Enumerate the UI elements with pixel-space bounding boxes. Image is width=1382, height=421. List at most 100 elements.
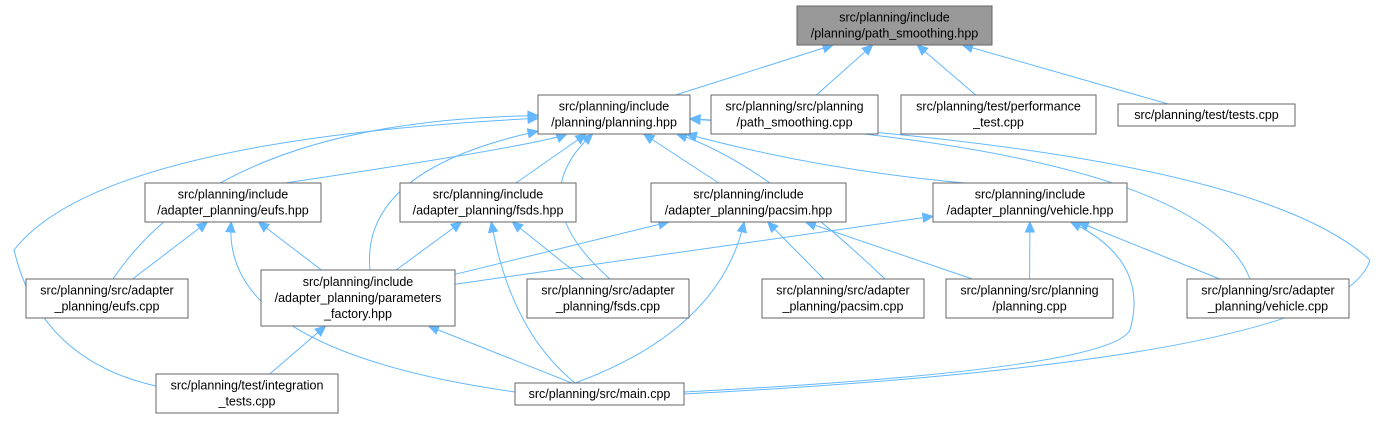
node-label-line: /adapter_planning/pacsim.hpp	[665, 204, 833, 218]
edge-line	[574, 221, 745, 384]
node-label-line: src/planning/src/planning	[960, 284, 1098, 298]
node-fsds-hpp[interactable]: src/planning/include/adapter_planning/fs…	[399, 182, 577, 223]
edge-main_cpp-to-fsds_hpp	[487, 220, 576, 384]
arrowhead	[1069, 221, 1083, 232]
node-box	[945, 278, 1114, 319]
node-planning-hpp[interactable]: src/planning/include/planning/planning.h…	[537, 94, 691, 135]
node-box	[25, 278, 189, 319]
node-path-smoothing-cpp[interactable]: src/planning/src/planning/path_smoothing…	[710, 94, 879, 135]
edge-line	[490, 221, 576, 384]
edge-vehicle_hpp-to-planning_hpp	[685, 131, 966, 184]
arrowhead	[225, 220, 236, 233]
edge-line	[962, 44, 1169, 105]
node-label-line: src/planning/test/performance	[916, 100, 1081, 114]
node-box	[1186, 278, 1350, 319]
edge-main_cpp-to-parameters_factory_hpp	[427, 324, 572, 384]
node-fsds-cpp[interactable]: src/planning/src/adapter _planning/fsds.c…	[526, 278, 690, 319]
node-performance-test-cpp[interactable]: src/planning/test/performance_test.cpp	[900, 94, 1097, 135]
node-tests-cpp[interactable]: src/planning/test/tests.cpp	[1117, 103, 1296, 127]
node-label-line: src/planning/include	[975, 188, 1086, 202]
node-integration-tests-cpp[interactable]: src/planning/test/integration_tests.cpp	[155, 373, 339, 414]
arrowhead	[487, 220, 499, 234]
node-main-cpp[interactable]: src/planning/src/main.cpp	[514, 382, 685, 406]
edge-main_cpp-to-pacsim_hpp	[574, 220, 747, 384]
arrowhead	[916, 44, 929, 56]
edge-line	[258, 221, 322, 271]
edge-line	[454, 221, 669, 275]
node-vehicle-cpp[interactable]: src/planning/src/adapter_planning/vehicl…	[1186, 278, 1350, 319]
node-label-line: src/planning/src/adapter	[776, 284, 909, 298]
node-path-smoothing-hpp[interactable]: src/planning/include/planning/path_smoot…	[796, 5, 993, 46]
node-label-line: src/planning/include	[178, 188, 289, 202]
node-label-line: _factory.hpp	[323, 307, 392, 321]
edge-integration_tests_cpp-to-planning_hpp	[13, 113, 540, 387]
node-box	[900, 94, 1097, 135]
nodes-layer: src/planning/include/planning/path_smoot…	[25, 5, 1350, 414]
node-pacsim-cpp[interactable]: src/planning/src/adapter _planning/pacsim…	[761, 278, 925, 319]
edge-line	[683, 118, 1371, 395]
node-eufs-hpp[interactable]: src/planning/include/adapter_planning/eu…	[144, 182, 322, 223]
edge-line	[683, 221, 1135, 393]
edge-line	[132, 221, 208, 280]
node-label-line: src/planning/src/main.cpp	[529, 387, 671, 401]
edge-line	[767, 221, 825, 280]
edge-planning_cpp-to-vehicle_hpp	[1024, 220, 1036, 280]
node-box	[710, 94, 879, 135]
edge-path_smoothing_cpp-to-path_smoothing_hpp	[816, 44, 874, 96]
node-label-line: /adapter_planning/parameters	[275, 291, 442, 305]
node-label-line: /adapter_planning/eufs.hpp	[157, 204, 309, 218]
node-label-line: /planning.cpp	[992, 300, 1066, 314]
arrowhead	[581, 133, 594, 145]
node-planning-cpp[interactable]: src/planning/src/planning/planning.cpp	[945, 278, 1114, 319]
edge-line	[13, 117, 539, 387]
node-box	[796, 5, 993, 46]
arrowhead	[766, 221, 779, 234]
arrowhead	[736, 220, 747, 234]
edge-line	[515, 133, 587, 184]
node-label-line: src/planning/include	[839, 11, 950, 25]
arrowhead	[1024, 220, 1036, 233]
node-vehicle-hpp[interactable]: src/planning/include/adapter_planning/ve…	[932, 182, 1128, 223]
edge-parameters_factory_hpp-to-vehicle_hpp	[454, 212, 935, 285]
arrowhead	[861, 44, 874, 56]
node-label-line: src/planning/include	[693, 188, 804, 202]
node-box	[650, 182, 847, 223]
node-box	[761, 278, 925, 319]
node-label-line: src/planning/src/adapter	[541, 284, 674, 298]
arrowhead	[554, 133, 568, 143]
edge-parameters_factory_hpp-to-pacsim_hpp	[454, 219, 670, 275]
node-label-line: src/planning/include	[559, 100, 670, 114]
node-label-line: /adapter_planning/fsds.hpp	[413, 204, 564, 218]
node-label-line: _planning/fsds.cpp	[555, 300, 660, 314]
arrowhead	[314, 325, 327, 337]
node-label-line: _planning/pacsim.cpp	[782, 300, 904, 314]
edge-planning_hpp-to-path_smoothing_hpp	[675, 43, 835, 96]
node-box	[514, 382, 685, 406]
node-box	[1117, 103, 1296, 127]
arrowhead	[195, 221, 209, 233]
arrowhead	[921, 212, 935, 223]
edge-vehicle_cpp-to-vehicle_hpp	[1077, 221, 1220, 280]
edge-line	[1078, 221, 1220, 280]
node-eufs-cpp[interactable]: src/planning/src/adapter_planning/eufs.c…	[25, 278, 189, 319]
edge-pacsim_cpp-to-pacsim_hpp	[766, 221, 825, 280]
node-box	[144, 182, 322, 223]
edge-line	[230, 221, 516, 393]
edge-line	[395, 221, 462, 271]
edge-parameters_factory_hpp-to-eufs_hpp	[257, 221, 322, 271]
node-pacsim-hpp[interactable]: src/planning/include/adapter_planning/pa…	[650, 182, 847, 223]
node-parameters-factory-hpp[interactable]: src/planning/include/adapter_planning/pa…	[260, 269, 456, 327]
arrowhead	[527, 113, 540, 125]
edge-eufs_cpp-to-eufs_hpp	[132, 221, 209, 280]
node-box	[155, 373, 339, 414]
node-label-line: _tests.cpp	[218, 395, 276, 409]
edge-line	[916, 44, 977, 96]
node-label-line: /planning/planning.hpp	[551, 116, 677, 130]
edge-line	[686, 133, 966, 184]
edge-main_cpp-to-eufs_hpp	[225, 220, 516, 393]
edge-fsds_cpp-to-fsds_hpp	[511, 221, 584, 280]
arrowhead	[449, 221, 463, 233]
node-label-line: src/planning/test/tests.cpp	[1134, 108, 1279, 122]
edge-integration_tests_cpp-to-parameters_factory_hpp	[269, 325, 327, 375]
node-label-line: /adapter_planning/vehicle.hpp	[947, 204, 1114, 218]
